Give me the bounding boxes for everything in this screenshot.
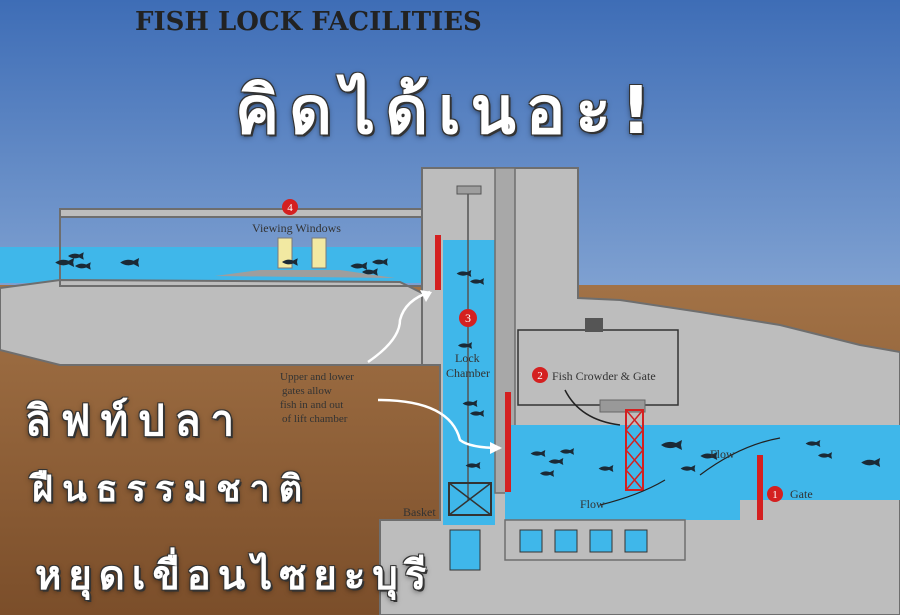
flow-arrow-lower — [599, 479, 666, 506]
marker-3: 3 — [465, 311, 471, 325]
marker-3-circle — [459, 309, 477, 327]
basket — [448, 482, 492, 516]
crowder-machine — [585, 318, 603, 332]
gates-note-line-3: fish in and out — [280, 399, 343, 411]
crowder-screen-lattice — [625, 409, 644, 491]
gallery-roof — [59, 208, 441, 218]
headline-text: คิดได้เนอะ! — [235, 72, 661, 149]
label-viewing-windows: Viewing Windows — [252, 221, 341, 235]
slogan-line-2: ฝืนธรรมชาติ — [32, 469, 312, 510]
gates-note-line-2: gates allow — [282, 385, 332, 397]
label-gate: Gate — [790, 487, 813, 501]
upper-lock-gate — [435, 235, 441, 290]
upper-dam-body — [0, 278, 429, 366]
marker-2: 2 — [537, 370, 543, 382]
gates-note-line-4: of lift chamber — [282, 413, 348, 425]
gates-note-line-1: Upper and lower — [280, 371, 354, 383]
label-flow-lower: Flow — [580, 497, 605, 511]
downstream-gate — [757, 455, 763, 520]
label-lock: Lock — [455, 351, 480, 365]
marker-1: 1 — [772, 489, 778, 501]
viewing-window-right — [311, 237, 327, 269]
marker-4: 4 — [287, 202, 293, 214]
culvert-3 — [589, 529, 613, 553]
label-flow-upper: Flow — [710, 447, 735, 461]
label-basket: Basket — [403, 505, 436, 519]
lower-lock-gate — [505, 392, 511, 492]
slogan-line-1: ลิฟท์ปลา — [25, 396, 245, 445]
label-chamber: Chamber — [446, 366, 490, 380]
marker-4-circle — [282, 199, 298, 215]
flow-arrow-upper — [699, 437, 781, 476]
marker-2-circle — [532, 367, 548, 383]
culvert-1 — [519, 529, 543, 553]
crowder-arrow — [564, 389, 621, 426]
culvert-4 — [624, 529, 648, 553]
marker-1-circle — [767, 486, 783, 502]
basket-pit — [449, 529, 481, 571]
diagram-title: FISH LOCK FACILITIES — [135, 7, 482, 37]
slogan-line-3: หยุดเขื่อนไซยะบุรี — [35, 553, 434, 599]
lock-shaft-water — [443, 240, 495, 525]
culvert-2 — [554, 529, 578, 553]
arrow-to-upper-gate — [367, 290, 431, 364]
arrow-to-lower-gate — [377, 398, 501, 450]
lower-water — [505, 425, 900, 500]
basket-cross — [448, 482, 492, 516]
arrowhead-lower — [490, 442, 502, 454]
hoist-head — [456, 185, 482, 195]
gallery-floor — [215, 270, 395, 278]
arrowhead-upper — [420, 290, 432, 302]
gate-callout-arrows — [367, 290, 501, 450]
label-fish-crowder-gate: Fish Crowder & Gate — [552, 369, 656, 383]
